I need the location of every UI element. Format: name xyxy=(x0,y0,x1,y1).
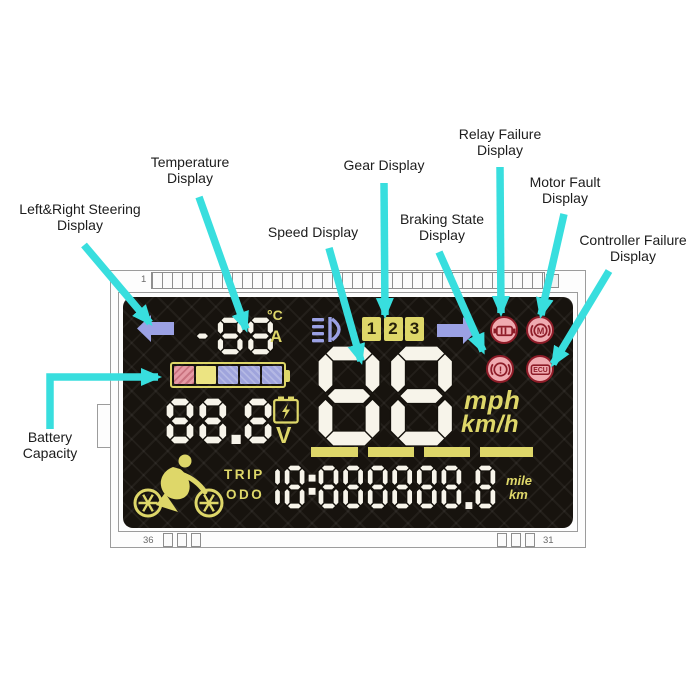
headlight-icon xyxy=(312,317,341,343)
pin-box xyxy=(525,533,535,547)
voltage-digits xyxy=(166,398,273,444)
label-battery: Battery Capacity xyxy=(22,429,78,461)
brake-icon-mark: ! xyxy=(498,364,502,376)
label-relay: Relay Failure Display xyxy=(458,126,542,158)
label-motor: Motor Fault Display xyxy=(529,174,601,206)
label-braking: Braking State Display xyxy=(399,211,485,243)
speed-unit-mph: mph xyxy=(464,385,521,415)
label-battery-line1: Battery xyxy=(27,429,73,445)
battery-segment-4 xyxy=(240,366,260,384)
temperature-unit-a: A xyxy=(270,327,283,346)
module-pin-group-bottom-left xyxy=(163,533,201,547)
odometer-digits xyxy=(273,465,496,509)
gear-3: 3 xyxy=(405,317,424,341)
label-controller-line2: Display xyxy=(610,247,656,264)
battery-capacity-bar xyxy=(170,362,290,388)
label-speed: Speed Display xyxy=(267,224,359,241)
label-braking-line1: Braking State xyxy=(399,211,485,227)
bar-segment xyxy=(480,447,533,457)
trip-label: TRIP xyxy=(224,467,265,482)
pin-box xyxy=(511,533,521,547)
left-steering-arrow-icon xyxy=(137,315,174,342)
battery-segment-5 xyxy=(262,366,282,384)
speed-digits xyxy=(318,346,453,446)
speed-unit-kmh: km/h xyxy=(461,411,520,438)
odometer-unit-mile: mile xyxy=(506,473,533,488)
bar-segment xyxy=(368,447,414,457)
module-pin-end-box xyxy=(546,274,559,288)
pin-number-1: 1 xyxy=(141,274,147,285)
label-relay-line2: Display xyxy=(477,141,523,158)
pin-box xyxy=(177,533,187,547)
ecu-icon-text: ECU xyxy=(533,367,548,374)
label-temperature-line1: Temperature xyxy=(150,154,230,170)
lcd-panel: °C A 1 2 3 xyxy=(123,297,573,528)
temperature-unit-c: °C xyxy=(267,307,283,323)
bar-segment xyxy=(311,447,358,457)
label-temperature: Temperature Display xyxy=(150,154,230,186)
module-pin-group-bottom-right xyxy=(497,533,535,547)
pin-box xyxy=(497,533,507,547)
gear-2: 2 xyxy=(383,317,403,341)
battery-voltage-icon xyxy=(273,396,299,424)
label-temperature-line2: Display xyxy=(167,169,213,186)
pin-box xyxy=(163,533,173,547)
gear-1: 1 xyxy=(362,317,381,341)
battery-segment-3 xyxy=(218,366,238,384)
battery-segment-1 xyxy=(174,366,194,384)
relay-failure-icon xyxy=(490,316,518,344)
label-gear: Gear Display xyxy=(343,157,425,174)
pin-box xyxy=(191,533,201,547)
braking-state-icon: ! xyxy=(486,355,514,383)
label-motor-line1: Motor Fault xyxy=(529,174,601,190)
label-battery-line2: Capacity xyxy=(22,444,78,461)
cyclist-icon xyxy=(133,454,224,518)
controller-failure-icon: ECU xyxy=(526,355,554,383)
temperature-digits xyxy=(194,317,274,355)
label-steering: Left&Right Steering Display xyxy=(19,201,141,233)
pin-number-31: 31 xyxy=(543,535,554,546)
label-controller: Controller Failure Display xyxy=(579,232,687,264)
label-gear-line1: Gear Display xyxy=(343,157,425,173)
voltage-unit: V xyxy=(276,422,292,448)
odometer-unit-km: km xyxy=(509,487,528,502)
label-speed-line1: Speed Display xyxy=(267,224,359,240)
battery-terminal-nub xyxy=(285,370,290,382)
odo-label: ODO xyxy=(226,487,265,502)
gear-display: 1 2 3 xyxy=(362,317,424,341)
label-motor-line2: Display xyxy=(542,189,588,206)
pin-number-36: 36 xyxy=(143,535,154,546)
motor-icon-letter: M xyxy=(536,325,544,335)
label-steering-line2: Display xyxy=(57,216,103,233)
label-braking-line2: Display xyxy=(419,226,465,243)
label-relay-line1: Relay Failure xyxy=(458,126,542,142)
bar-segment xyxy=(424,447,470,457)
label-controller-line1: Controller Failure xyxy=(579,232,687,248)
right-steering-arrow-icon xyxy=(437,317,477,344)
speed-underline-bars xyxy=(311,447,533,457)
module-pin-strip-top xyxy=(151,272,545,289)
label-steering-line1: Left&Right Steering xyxy=(19,201,141,217)
battery-segment-2 xyxy=(196,366,216,384)
motor-fault-icon: M xyxy=(526,316,554,344)
